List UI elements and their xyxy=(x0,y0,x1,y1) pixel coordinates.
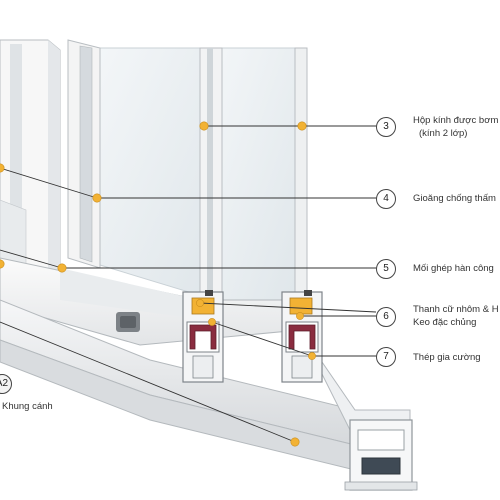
callout-label-4: Gioăng chống thấm xyxy=(413,193,496,204)
marker-dot-4-left xyxy=(0,163,5,173)
profile-cross-section xyxy=(344,419,418,491)
marker-dot-7a xyxy=(208,318,216,326)
leader-line-5a xyxy=(0,249,63,269)
callout-label-a2: Khung cánh xyxy=(2,401,53,412)
callout-badge-3: 3 xyxy=(376,117,396,137)
callout-badge-6: 6 xyxy=(376,307,396,327)
marker-dot-7b xyxy=(308,352,316,360)
callout-badge-7: 7 xyxy=(376,347,396,367)
marker-dot-5 xyxy=(57,263,67,273)
sash-profile-2 xyxy=(281,290,323,383)
callout-badge-4: 4 xyxy=(376,189,396,209)
marker-dot-a2 xyxy=(290,437,300,447)
marker-dot-4 xyxy=(92,193,102,203)
marker-dot-3a xyxy=(199,121,209,131)
marker-dots xyxy=(0,121,316,447)
leader-line-6a xyxy=(199,302,377,313)
leader-line-a2 xyxy=(0,321,296,443)
callout-label-6: Thanh cữ nhôm & H Keo đặc chủng xyxy=(413,303,499,329)
leader-line-7a xyxy=(211,321,313,357)
outer-frame-left xyxy=(0,39,61,321)
marker-dot-3b xyxy=(297,121,307,131)
leader-lines xyxy=(0,125,377,443)
callout-label-6-line2: Keo đặc chủng xyxy=(413,317,477,328)
callout-label-6-line1: Thanh cữ nhôm & H xyxy=(413,304,499,315)
marker-dot-6a xyxy=(196,299,204,307)
marker-dot-6b xyxy=(296,312,304,320)
callout-badge-5: 5 xyxy=(376,259,396,279)
callout-label-7: Thép gia cường xyxy=(413,352,481,363)
callout-label-3-line2: (kính 2 lớp) xyxy=(419,128,468,139)
marker-dot-5-left xyxy=(0,259,5,269)
callout-label-5: Mối ghép hàn công xyxy=(413,263,494,274)
steel-reinforcement-1 xyxy=(189,324,217,350)
callout-label-3: Hộp kính được bơm (kính 2 lớp) xyxy=(413,114,498,140)
callout-label-3-line1: Hộp kính được bơm xyxy=(413,115,499,126)
leader-line-4a xyxy=(0,167,98,199)
